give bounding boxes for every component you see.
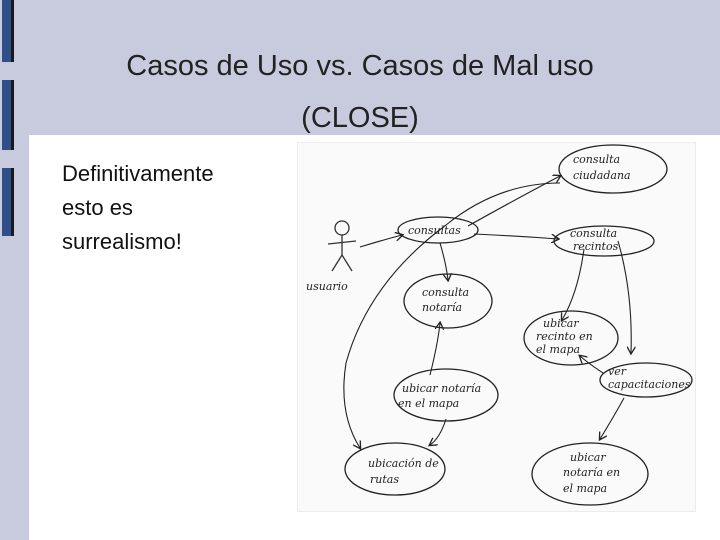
- label-ubicar-notaria-mapa-3: el mapa: [563, 482, 607, 495]
- actor-figure: [327, 220, 357, 272]
- label-ubicacion-rutas-1: ubicación de: [368, 457, 439, 470]
- slide-title-line-2: (CLOSE): [301, 102, 419, 134]
- label-consultas: consultas: [408, 224, 461, 237]
- label-consulta-ciudadana-2: ciudadana: [573, 169, 631, 182]
- label-consulta-recintos-2: recintos: [573, 240, 619, 253]
- label-ubicar-recinto-3: el mapa: [536, 343, 580, 356]
- label-ubicacion-rutas-2: rutas: [370, 473, 399, 486]
- use-case-diagram: usuario: [306, 144, 693, 506]
- label-ubicar-recinto-1: ubicar: [543, 317, 579, 330]
- accent-bar: [2, 168, 14, 236]
- accent-bar: [2, 0, 14, 62]
- left-accent-bars: [0, 0, 28, 540]
- slide-title-line-1: Casos de Uso vs. Casos de Mal uso: [126, 50, 594, 82]
- use-case-labels: consulta ciudadana consultas consulta re…: [368, 153, 691, 495]
- slide-title: Casos de Uso vs. Casos de Mal uso (CLOSE…: [60, 40, 660, 144]
- label-consulta-notaria-1: consulta: [422, 286, 469, 299]
- body-line: Definitivamente: [62, 161, 214, 186]
- label-ubicar-notaria-mapa-1: ubicar: [570, 451, 606, 464]
- actor-label: usuario: [306, 280, 348, 293]
- label-ver-capacitaciones-2: capacitaciones: [608, 378, 691, 391]
- label-ver-capacitaciones-1: ver: [608, 365, 627, 378]
- use-case-diagram-image: usuario: [297, 142, 696, 512]
- accent-bar: [2, 80, 14, 150]
- label-ubicar-notaria-1: ubicar notaría: [402, 382, 481, 395]
- label-consulta-ciudadana-1: consulta: [573, 153, 620, 166]
- diagram-connectors: [343, 176, 631, 448]
- label-ubicar-notaria-2: en el mapa: [398, 397, 459, 410]
- label-consulta-recintos-1: consulta: [570, 227, 617, 240]
- use-case-ellipses: [344, 144, 693, 506]
- label-ubicar-recinto-2: recinto en: [536, 330, 593, 343]
- label-consulta-notaria-2: notaría: [422, 301, 462, 314]
- body-line: esto es: [62, 195, 133, 220]
- slide-content: Definitivamente esto es surrealismo! usu…: [29, 135, 720, 540]
- body-text: Definitivamente esto es surrealismo!: [62, 157, 214, 259]
- body-line: surrealismo!: [62, 229, 182, 254]
- label-ubicar-notaria-mapa-2: notaría en: [563, 466, 620, 479]
